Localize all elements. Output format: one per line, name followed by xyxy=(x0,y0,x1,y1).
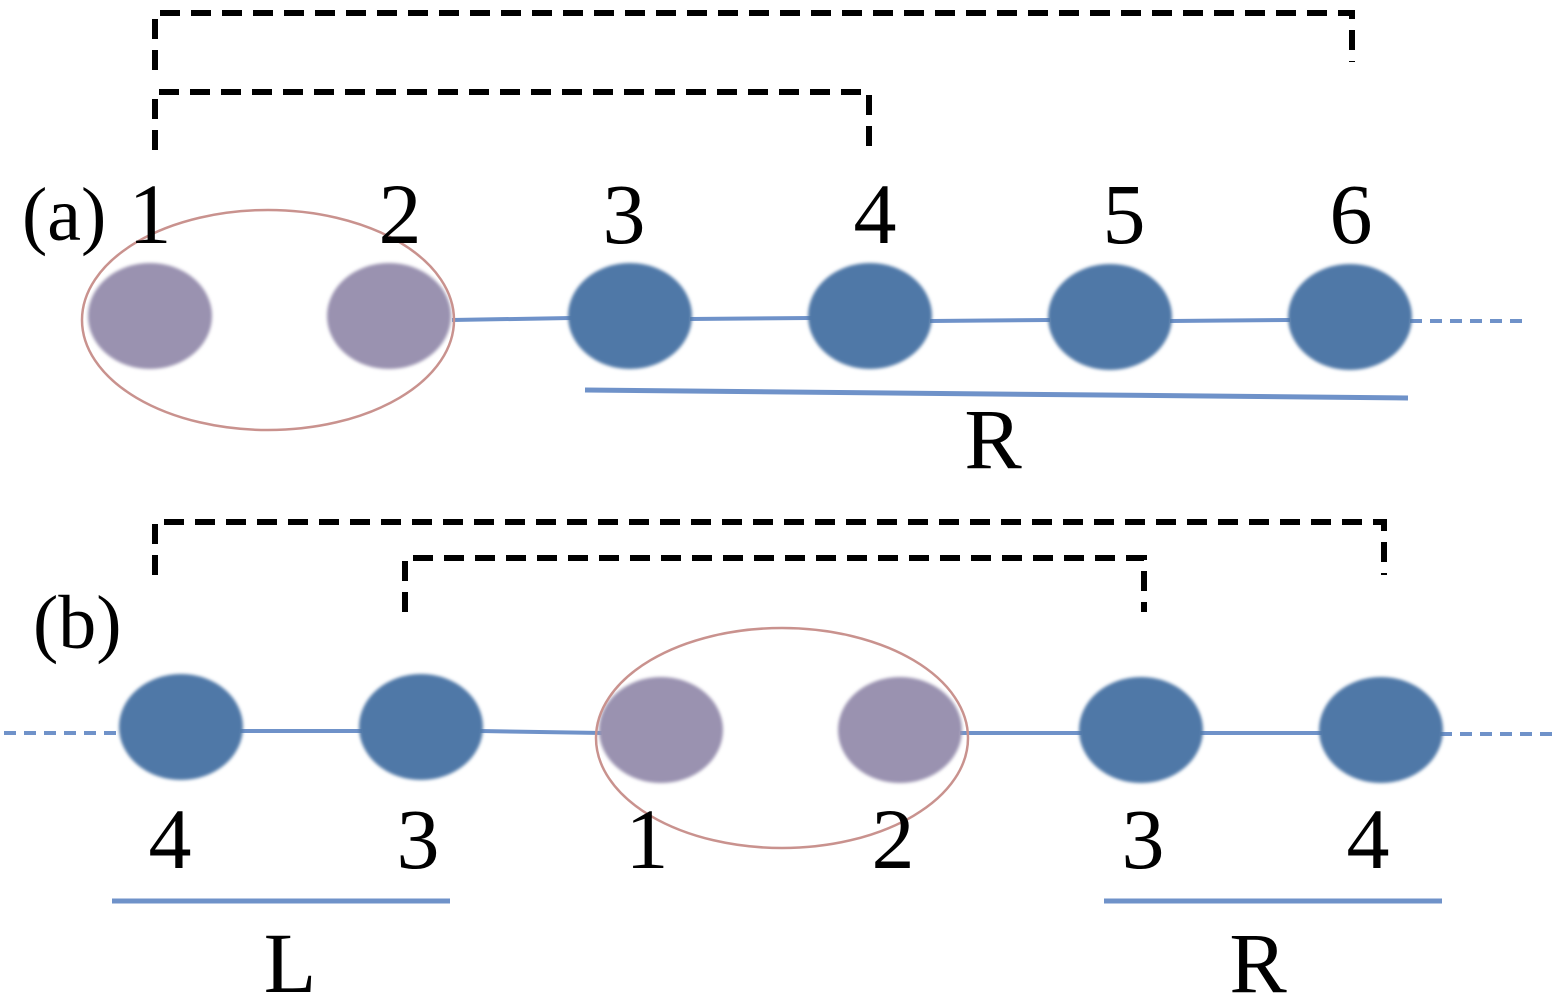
site-a-3-label: 3 xyxy=(603,166,646,262)
bond-a-5-6 xyxy=(1169,318,1291,323)
site-a-3 xyxy=(568,263,692,369)
site-b-1 xyxy=(599,677,723,783)
bond-a-3-4 xyxy=(689,316,813,321)
bond-a-4-5 xyxy=(929,318,1051,323)
site-a-1 xyxy=(88,263,212,369)
pair-ring-b xyxy=(594,626,970,850)
bracket-b-inner xyxy=(402,555,1147,612)
panel-b-label: (b) xyxy=(33,581,122,665)
site-b-right-3 xyxy=(1079,677,1203,783)
site-b-right-4-label: 4 xyxy=(1347,791,1390,887)
panel-a-label: (a) xyxy=(22,173,106,257)
site-a-2 xyxy=(327,263,451,369)
bracket-a-inner xyxy=(152,89,872,150)
site-b-2 xyxy=(838,677,962,783)
site-a-4-label: 4 xyxy=(854,166,897,262)
site-b-1-label: 1 xyxy=(626,791,669,887)
site-b-2-label: 2 xyxy=(872,791,915,887)
site-b-left-4-label: 4 xyxy=(149,791,192,887)
site-a-6 xyxy=(1288,264,1412,370)
region-r-underline-a xyxy=(584,387,1409,401)
site-a-1-label: 1 xyxy=(129,166,172,262)
bond-a-2-3 xyxy=(451,316,573,322)
pair-ring-a xyxy=(80,208,456,432)
bond-b-2 xyxy=(479,729,603,735)
site-a-2-label: 2 xyxy=(379,166,422,262)
site-b-right-4 xyxy=(1319,677,1443,783)
site-a-6-label: 6 xyxy=(1330,166,1373,262)
site-b-left-3 xyxy=(359,674,483,780)
panel-b: (b) 4 3 1 2 3 4 L R xyxy=(4,519,1558,1000)
region-r-label-b: R xyxy=(1229,915,1287,1000)
bracket-b-outer xyxy=(152,519,1387,575)
site-a-4 xyxy=(808,263,932,369)
site-b-left-4 xyxy=(119,674,243,780)
bracket-a-outer xyxy=(152,10,1355,70)
site-b-left-3-label: 3 xyxy=(397,791,440,887)
region-r-label-a: R xyxy=(964,391,1022,487)
site-a-5-label: 5 xyxy=(1103,166,1146,262)
site-b-right-3-label: 3 xyxy=(1122,791,1165,887)
site-a-5 xyxy=(1048,264,1172,370)
region-l-label-b: L xyxy=(264,915,317,1000)
panel-a: (a) 1 2 3 4 5 6 R xyxy=(22,10,1530,487)
